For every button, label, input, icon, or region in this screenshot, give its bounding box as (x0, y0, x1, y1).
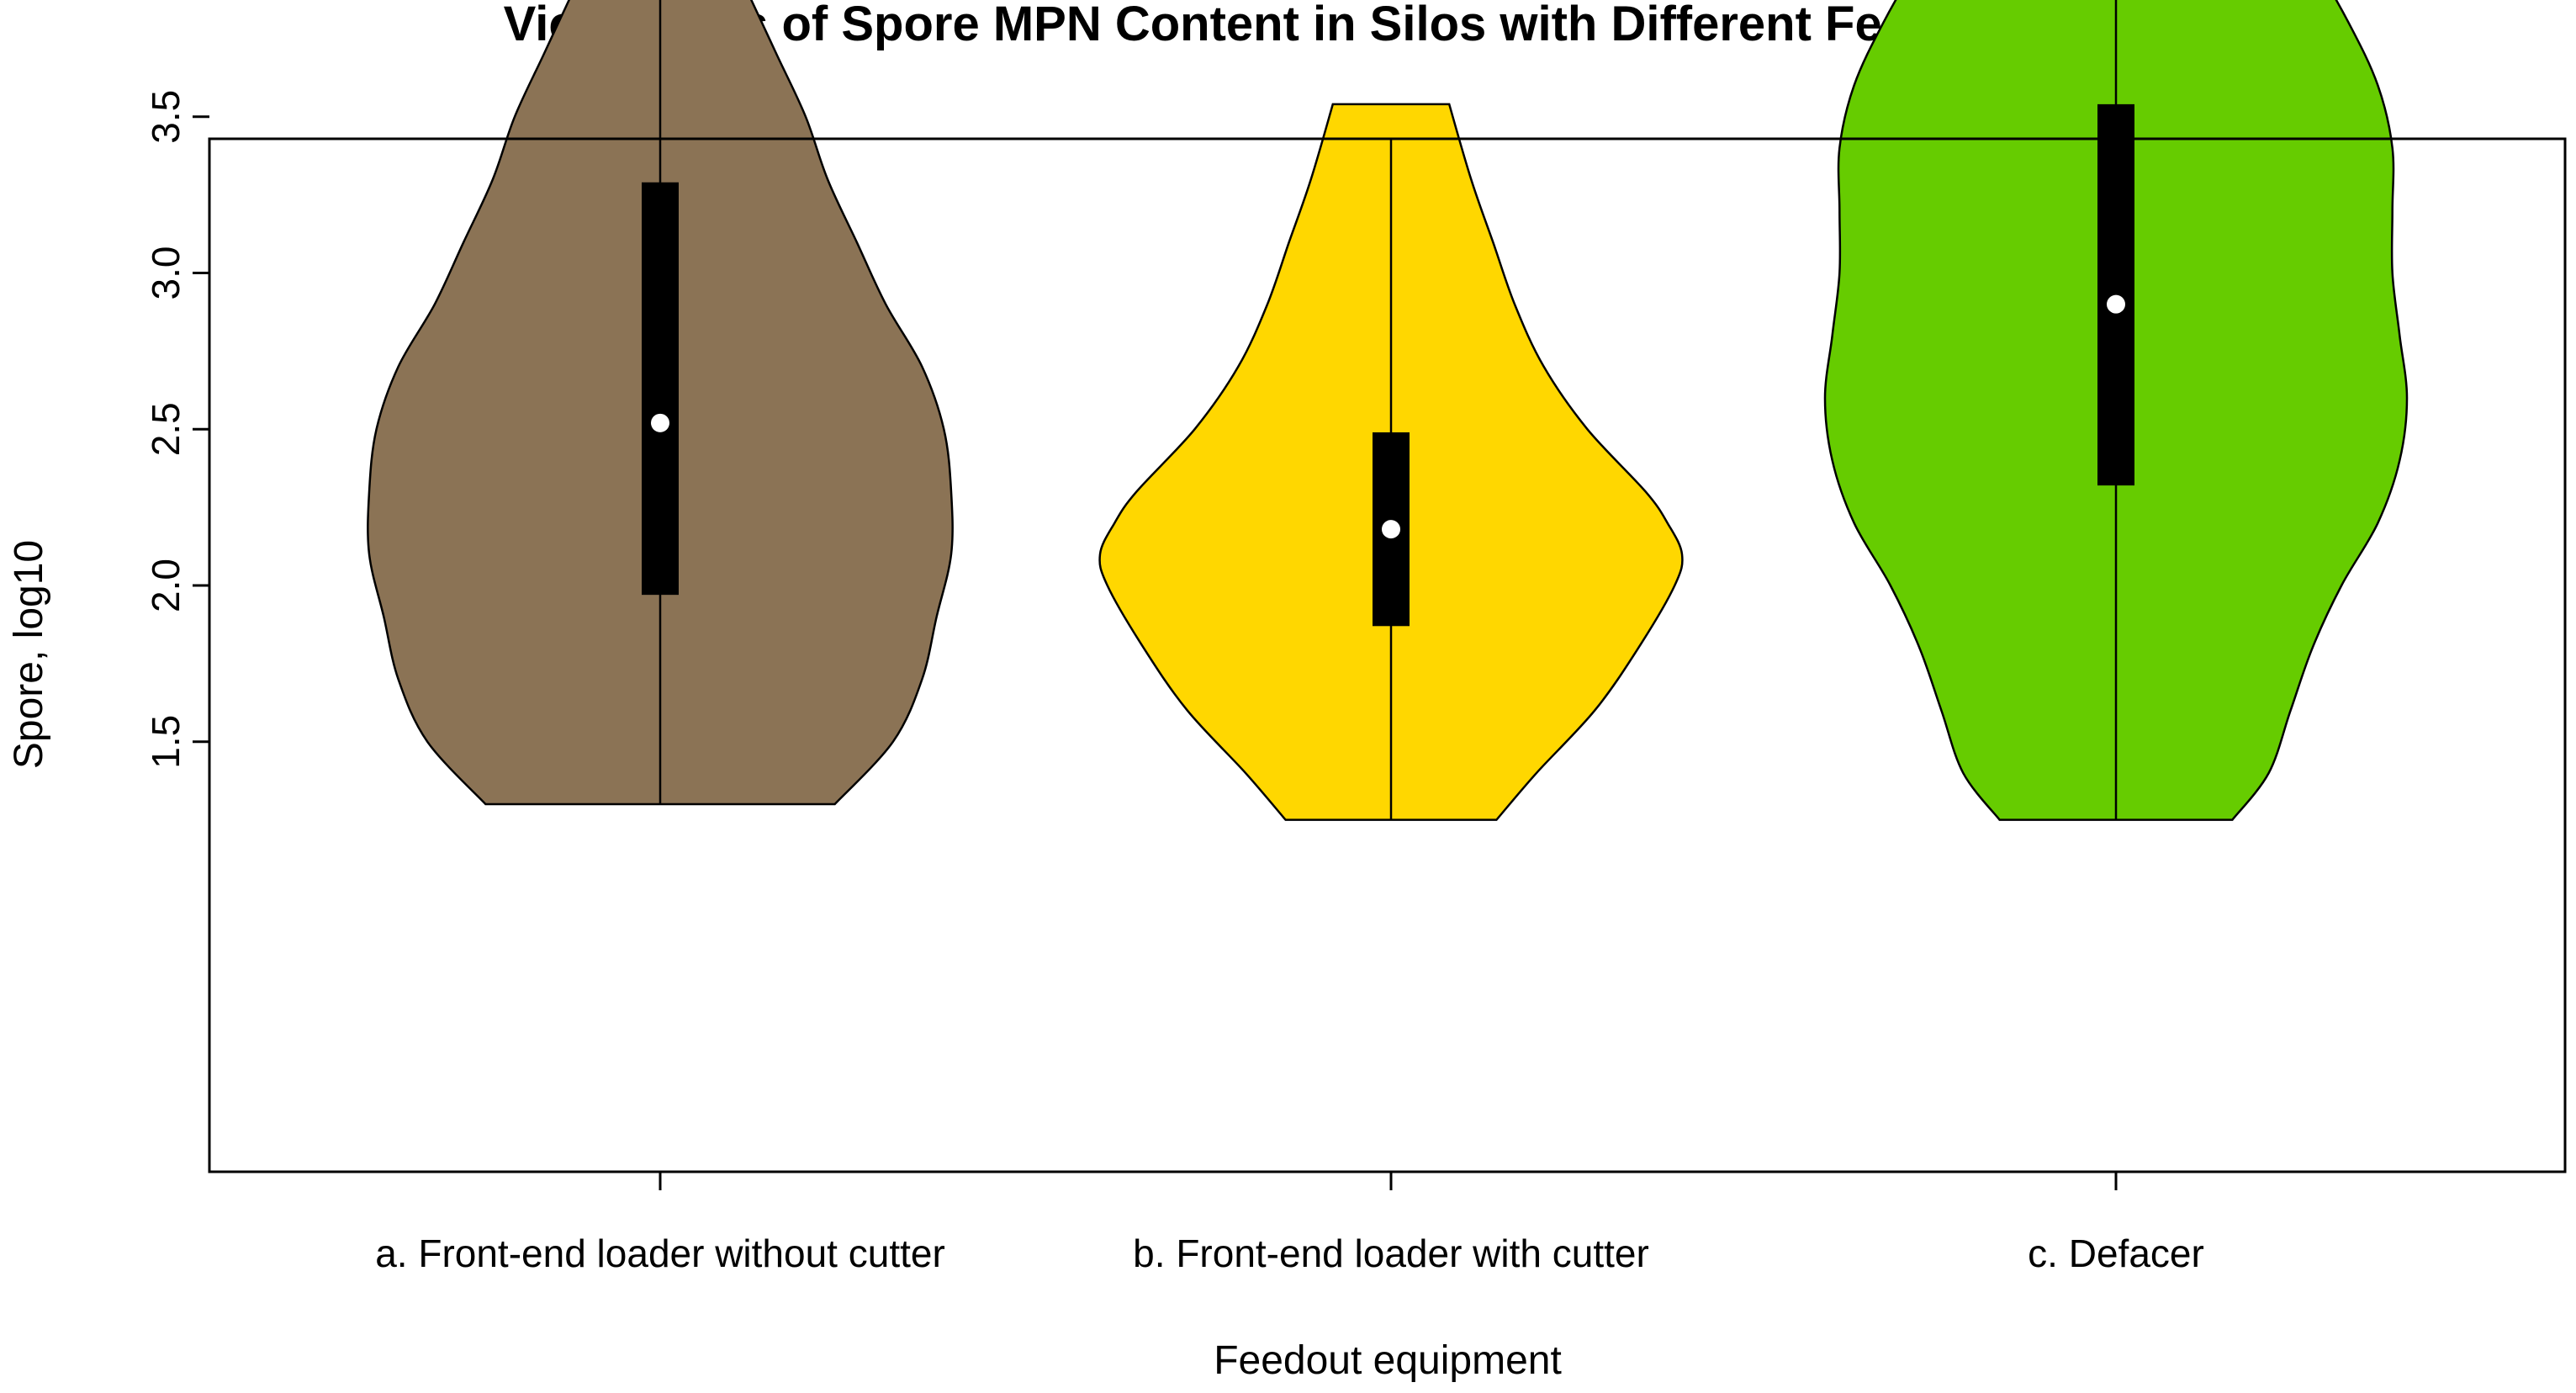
iqr-box-2 (2097, 103, 2134, 486)
iqr-box-0 (642, 182, 679, 596)
y-axis: 1.52.02.53.03.54.0 (144, 90, 209, 769)
y-tick-label-3: 3.0 (144, 246, 188, 300)
y-tick-label-0: 1.5 (144, 715, 188, 769)
y-tick-label-4: 3.5 (144, 90, 188, 144)
plot-frame (208, 137, 2567, 1173)
median-dot-0 (651, 413, 669, 432)
median-dot-1 (1382, 520, 1400, 539)
violin-group (367, 0, 2409, 821)
y-tick-label-2: 2.5 (144, 402, 188, 456)
x-tick-label-2: c. Defacer (2028, 1231, 2204, 1275)
x-tick-label-1: b. Front-end loader with cutter (1133, 1231, 1649, 1275)
x-axis: a. Front-end loader without cutter b. Fro… (375, 1172, 2204, 1275)
y-tick-label-1: 2.0 (144, 559, 188, 612)
x-axis-label: Feedout equipment (1214, 1338, 1562, 1383)
median-dot-2 (2107, 294, 2125, 314)
x-tick-label-0: a. Front-end loader without cutter (375, 1231, 945, 1275)
y-axis-label: Spore, log10 (7, 540, 51, 769)
